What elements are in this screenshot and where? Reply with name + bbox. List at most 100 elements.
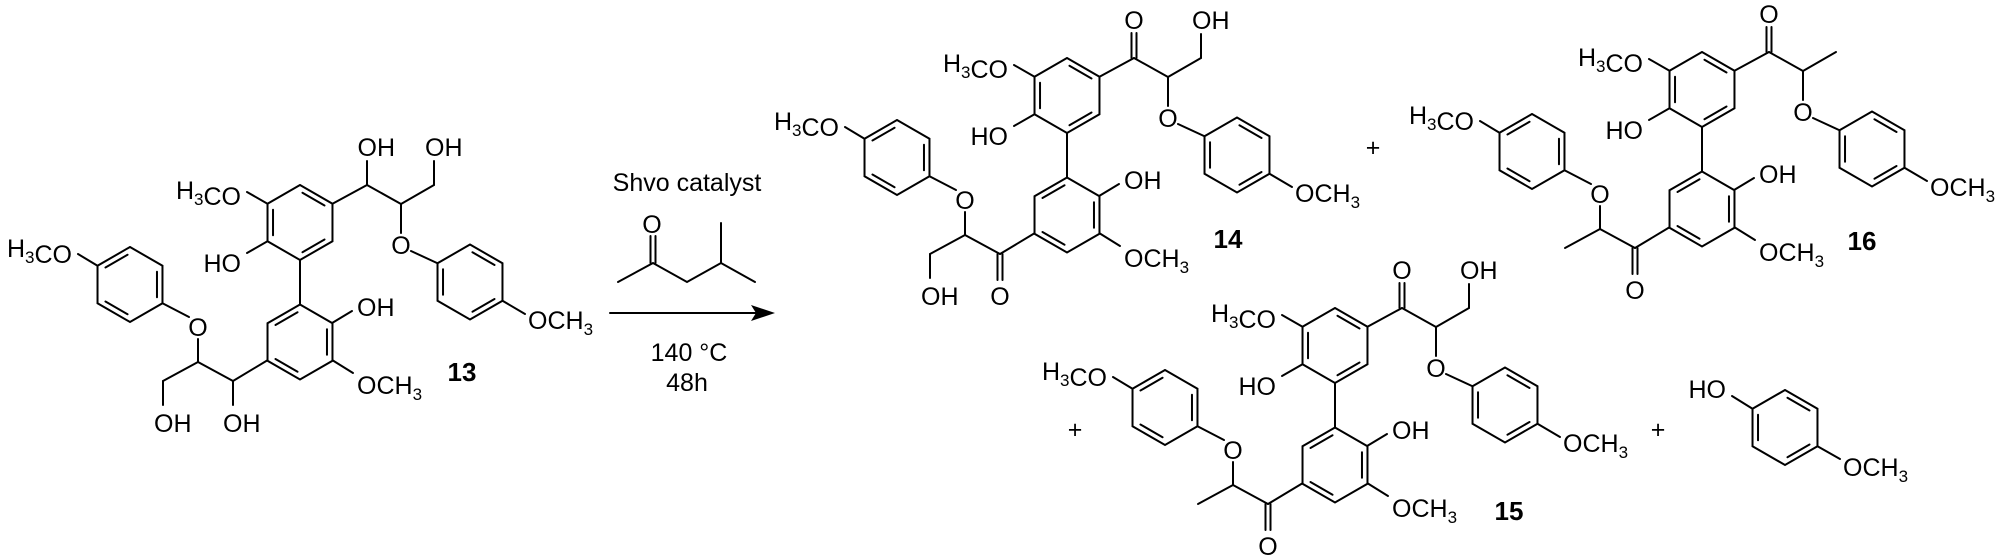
aromatic-double-bond <box>471 251 496 267</box>
benzene-ring <box>1033 176 1101 254</box>
bond <box>1112 376 1134 390</box>
aromatic-double-bond <box>1703 58 1728 74</box>
hydroxyl-label: OH <box>1392 417 1430 445</box>
benzene-ring <box>863 119 931 197</box>
temperature-label: 140 °C <box>651 339 728 367</box>
bond <box>1196 425 1225 441</box>
aromatic-double-bond <box>104 300 129 316</box>
benzene-ring <box>266 303 334 381</box>
bond <box>964 234 1001 255</box>
ether-oxygen-label: O <box>1793 99 1812 127</box>
aromatic-double-bond <box>1676 178 1701 194</box>
benzene-ring <box>1033 57 1101 135</box>
methoxy-label: OCH3 <box>1843 454 1908 486</box>
carbonyl-oxygen-label: O <box>1759 1 1778 29</box>
bond <box>1536 422 1561 438</box>
benzene-ring <box>1131 369 1199 447</box>
bond <box>1479 120 1501 134</box>
benzene-ring <box>1838 110 1906 188</box>
solvent-carbonyl-oxygen: O <box>642 211 661 239</box>
bond <box>1802 51 1837 72</box>
aromatic-double-bond <box>1068 111 1093 127</box>
bond <box>161 302 190 318</box>
bond <box>1281 314 1304 328</box>
bond <box>1733 51 1770 72</box>
bond <box>246 240 269 254</box>
aromatic-double-bond <box>1309 434 1334 450</box>
bond <box>844 126 866 140</box>
plus-sign: + <box>1651 416 1666 444</box>
aromatic-double-bond <box>1238 124 1263 140</box>
bond <box>1564 228 1601 249</box>
benzene-ring <box>1668 51 1736 129</box>
methoxy-label: OCH3 <box>1759 239 1824 271</box>
methoxy-label: OCH3 <box>528 307 593 339</box>
aromatic-double-bond <box>1506 420 1531 436</box>
bond <box>1768 51 1804 72</box>
compound-number: 16 <box>1848 226 1877 256</box>
benzene-ring <box>1301 307 1369 385</box>
bond <box>1731 395 1754 410</box>
ether-oxygen-label: O <box>1590 181 1609 209</box>
bond <box>1133 57 1169 78</box>
bond <box>501 299 526 315</box>
hydroxyl-label: HO <box>204 250 242 278</box>
aromatic-double-bond <box>1139 376 1164 392</box>
bond <box>197 361 234 382</box>
aromatic-double-bond <box>274 311 299 327</box>
aromatic-double-bond <box>1506 374 1531 390</box>
methoxy-label: OCH3 <box>1930 174 1995 206</box>
bond <box>1366 433 1388 447</box>
bond <box>1267 482 1304 505</box>
bond <box>1563 169 1592 185</box>
methoxy-label: H3CO <box>774 108 839 142</box>
aromatic-double-bond <box>1336 361 1361 377</box>
benzene-ring <box>266 184 334 262</box>
aromatic-double-bond <box>104 253 129 269</box>
bond <box>1648 58 1671 72</box>
compound-number: 15 <box>1495 496 1524 526</box>
aromatic-double-bond <box>1786 396 1811 412</box>
bond <box>1013 64 1036 78</box>
methoxy-label: H3CO <box>176 177 241 211</box>
bond <box>410 250 439 265</box>
bond <box>1812 117 1841 132</box>
bond <box>1197 484 1234 505</box>
carbonyl-oxygen-label: O <box>1392 257 1411 285</box>
reaction-conditions: Shvo catalyst O 140 °C 48h <box>609 169 775 397</box>
aromatic-double-bond <box>871 126 896 142</box>
methoxy-label: OCH3 <box>357 372 422 404</box>
aromatic-double-bond <box>1309 480 1334 496</box>
ether-oxygen-label: O <box>391 232 410 260</box>
bond <box>999 232 1036 255</box>
bond <box>331 359 354 374</box>
reaction-arrow <box>609 305 775 321</box>
hydroxyl-label: OH <box>921 283 959 311</box>
bond <box>366 184 402 205</box>
bond <box>1903 166 1928 182</box>
catalyst-label: Shvo catalyst <box>613 169 762 197</box>
aromatic-double-bond <box>1336 314 1361 330</box>
aromatic-double-bond <box>1041 230 1066 246</box>
aromatic-double-bond <box>1873 164 1898 180</box>
bond <box>1167 57 1202 78</box>
hydroxyl-label: OH <box>357 294 395 322</box>
methoxy-label: OCH3 <box>1392 495 1457 527</box>
aromatic-double-bond <box>1139 423 1164 439</box>
solvent-mibk-structure <box>617 222 756 284</box>
aromatic-double-bond <box>1873 118 1898 134</box>
methoxy-label: OCH3 <box>1563 430 1628 462</box>
aromatic-double-bond <box>1506 167 1531 183</box>
aromatic-double-bond <box>301 191 326 207</box>
bond <box>1232 484 1269 505</box>
methoxy-label: H3CO <box>7 235 72 269</box>
hydroxyl-label: OH <box>1460 257 1498 285</box>
methoxy-label: H3CO <box>1409 102 1474 136</box>
carbonyl-oxygen-label: O <box>990 283 1009 311</box>
aromatic-double-bond <box>301 238 326 254</box>
hydroxyl-label: OH <box>154 410 192 438</box>
bond <box>331 184 368 205</box>
